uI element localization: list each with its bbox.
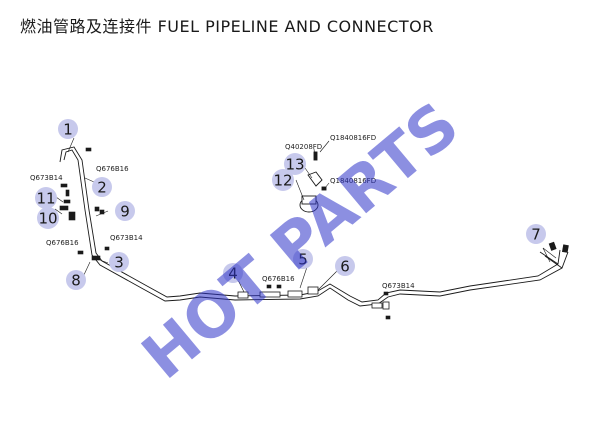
svg-text:13: 13 — [285, 156, 304, 174]
part-number-labels: Q676B16 Q673B14 Q676B16 Q673B14 Q676B16 … — [30, 134, 415, 290]
small-parts-center — [266, 284, 391, 320]
label-q676b16-left: Q676B16 — [46, 239, 79, 247]
label-q1840816fd-bottom: Q1840816FD — [330, 177, 376, 185]
svg-text:11: 11 — [36, 190, 55, 208]
svg-text:4: 4 — [228, 265, 238, 283]
svg-text:9: 9 — [120, 203, 130, 221]
label-q673b14-left: Q673B14 — [30, 174, 63, 182]
svg-text:3: 3 — [114, 254, 124, 272]
callout-1: 1 — [58, 119, 78, 139]
nut-9 — [94, 206, 100, 212]
clamp-q673b14-right — [383, 291, 389, 296]
watermark-hot-parts: HOT PARTS — [128, 88, 472, 393]
clamp-q673b14-mid — [104, 246, 110, 251]
svg-text:2: 2 — [97, 179, 107, 197]
callout-7: 7 — [526, 224, 546, 244]
label-q673b14-right: Q673B14 — [382, 282, 415, 290]
callout-13: 13 — [284, 153, 306, 175]
callout-11: 11 — [35, 187, 57, 209]
label-q676b16-center: Q676B16 — [262, 275, 295, 283]
svg-text:5: 5 — [298, 251, 308, 269]
callout-2: 2 — [92, 177, 112, 197]
label-q676b16-top: Q676B16 — [96, 165, 129, 173]
svg-text:6: 6 — [340, 258, 350, 276]
bolt-q40208fd — [313, 151, 318, 161]
label-q673b14-mid: Q673B14 — [110, 234, 143, 242]
bracket-13 — [307, 171, 323, 187]
page-title: 燃油管路及连接件 FUEL PIPELINE AND CONNECTOR — [20, 17, 434, 36]
svg-text:12: 12 — [273, 172, 292, 190]
connector-fitting-right — [371, 301, 390, 310]
clamp-q676b16-center — [266, 284, 272, 289]
callout-5: 5 — [293, 249, 313, 269]
nut-q1840816fd — [321, 186, 327, 191]
callouts: 1 2 3 4 5 6 7 8 9 10 11 12 13 — [35, 119, 546, 290]
callout-12: 12 — [272, 169, 294, 191]
clamp-q673b14-left — [60, 183, 68, 188]
small-parts-left — [59, 147, 110, 261]
label-q40208fd: Q40208FD — [285, 143, 322, 151]
svg-text:1: 1 — [63, 121, 73, 139]
connector-fitting-7 — [548, 241, 569, 253]
clamp-q676b16-left — [77, 250, 84, 255]
callout-3: 3 — [109, 252, 129, 272]
callout-8: 8 — [66, 270, 86, 290]
callout-9: 9 — [115, 201, 135, 221]
clamp-q676b16-top — [85, 147, 92, 152]
leader-lines — [54, 137, 557, 293]
svg-text:8: 8 — [71, 272, 81, 290]
fuel-filter-assembly — [299, 151, 327, 213]
callout-10: 10 — [37, 207, 59, 229]
callout-4: 4 — [223, 263, 243, 283]
bolt-10 — [68, 211, 76, 221]
callout-6: 6 — [335, 256, 355, 276]
label-q1840816fd-top: Q1840816FD — [330, 134, 376, 142]
connector-fitting-4 — [237, 291, 281, 299]
connector-fitting-5 — [287, 286, 319, 298]
svg-text:7: 7 — [531, 226, 541, 244]
svg-text:10: 10 — [38, 210, 57, 228]
